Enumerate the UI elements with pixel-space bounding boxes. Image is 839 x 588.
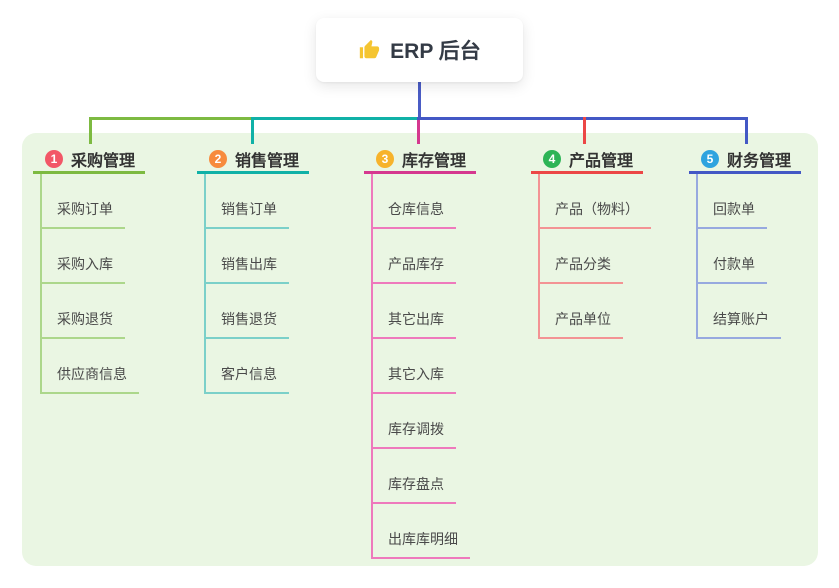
badge-1: 1 [45, 149, 63, 168]
branch-sales-title: 销售管理 [235, 152, 300, 170]
child-node[interactable]: 产品单位 [540, 284, 623, 339]
badge-4: 4 [543, 149, 561, 168]
branch-product-children: 产品（物料） 产品分类 产品单位 [538, 174, 651, 339]
branch-purchase-children: 采购订单 采购入库 采购退货 供应商信息 [40, 174, 145, 394]
child-node[interactable]: 采购订单 [42, 174, 125, 229]
branch-drop-2 [251, 117, 254, 144]
branches-panel [22, 133, 818, 566]
branch-product: 4 产品管理 产品（物料） 产品分类 产品单位 [531, 146, 651, 339]
branch-drop-1 [89, 117, 92, 144]
child-node[interactable]: 回款单 [698, 174, 767, 229]
branch-sales-children: 销售订单 销售出库 销售退货 客户信息 [204, 174, 309, 394]
child-node[interactable]: 结算账户 [698, 284, 781, 339]
child-node[interactable]: 销售出库 [206, 229, 289, 284]
child-node[interactable]: 仓库信息 [373, 174, 456, 229]
child-node[interactable]: 客户信息 [206, 339, 289, 394]
branch-purchase-title: 采购管理 [71, 152, 136, 170]
child-node[interactable]: 出库库明细 [373, 504, 470, 559]
branch-purchase-header[interactable]: 1 采购管理 [33, 146, 145, 171]
child-node[interactable]: 付款单 [698, 229, 767, 284]
branch-inventory: 3 库存管理 仓库信息 产品库存 其它出库 其它入库 库存调拨 库存盘点 出库库… [364, 146, 476, 559]
child-node[interactable]: 供应商信息 [42, 339, 139, 394]
branch-sales: 2 销售管理 销售订单 销售出库 销售退货 客户信息 [197, 146, 309, 394]
branch-inventory-header[interactable]: 3 库存管理 [364, 146, 476, 171]
branch-product-header[interactable]: 4 产品管理 [531, 146, 651, 171]
branch-sales-underline [197, 171, 309, 174]
branch-finance: 5 财务管理 回款单 付款单 结算账户 [689, 146, 801, 339]
child-node[interactable]: 产品（物料） [540, 174, 651, 229]
child-node[interactable]: 采购入库 [42, 229, 125, 284]
branch-drop-5 [745, 117, 748, 144]
root-connector-line [418, 82, 421, 120]
branch-sales-header[interactable]: 2 销售管理 [197, 146, 309, 171]
branch-drop-3 [417, 120, 420, 144]
root-node[interactable]: ERP 后台 [316, 18, 523, 82]
connector-segment-2 [253, 117, 417, 120]
child-node[interactable]: 销售退货 [206, 284, 289, 339]
branch-purchase-underline [33, 171, 145, 174]
child-node[interactable]: 产品分类 [540, 229, 623, 284]
child-node[interactable]: 销售订单 [206, 174, 289, 229]
badge-5: 5 [701, 149, 719, 168]
branch-purchase: 1 采购管理 采购订单 采购入库 采购退货 供应商信息 [33, 146, 145, 394]
branch-inventory-children: 仓库信息 产品库存 其它出库 其它入库 库存调拨 库存盘点 出库库明细 [371, 174, 476, 559]
badge-2: 2 [209, 149, 227, 168]
branch-finance-children: 回款单 付款单 结算账户 [696, 174, 801, 339]
branch-drop-4 [583, 117, 586, 144]
badge-3: 3 [376, 149, 394, 168]
branch-inventory-underline [364, 171, 476, 174]
child-node[interactable]: 其它入库 [373, 339, 456, 394]
branch-finance-title: 财务管理 [727, 152, 792, 170]
connector-segment-1 [89, 117, 253, 120]
branch-product-underline [531, 171, 643, 174]
root-label: ERP 后台 [390, 40, 481, 63]
branch-finance-underline [689, 171, 801, 174]
child-node[interactable]: 采购退货 [42, 284, 125, 339]
child-node[interactable]: 产品库存 [373, 229, 456, 284]
thumbs-up-icon [360, 39, 380, 59]
child-node[interactable]: 库存调拨 [373, 394, 456, 449]
branch-finance-header[interactable]: 5 财务管理 [689, 146, 801, 171]
branch-inventory-title: 库存管理 [402, 152, 467, 170]
child-node[interactable]: 其它出库 [373, 284, 456, 339]
child-node[interactable]: 库存盘点 [373, 449, 456, 504]
branch-product-title: 产品管理 [569, 152, 634, 170]
connector-segment-5 [417, 117, 748, 120]
